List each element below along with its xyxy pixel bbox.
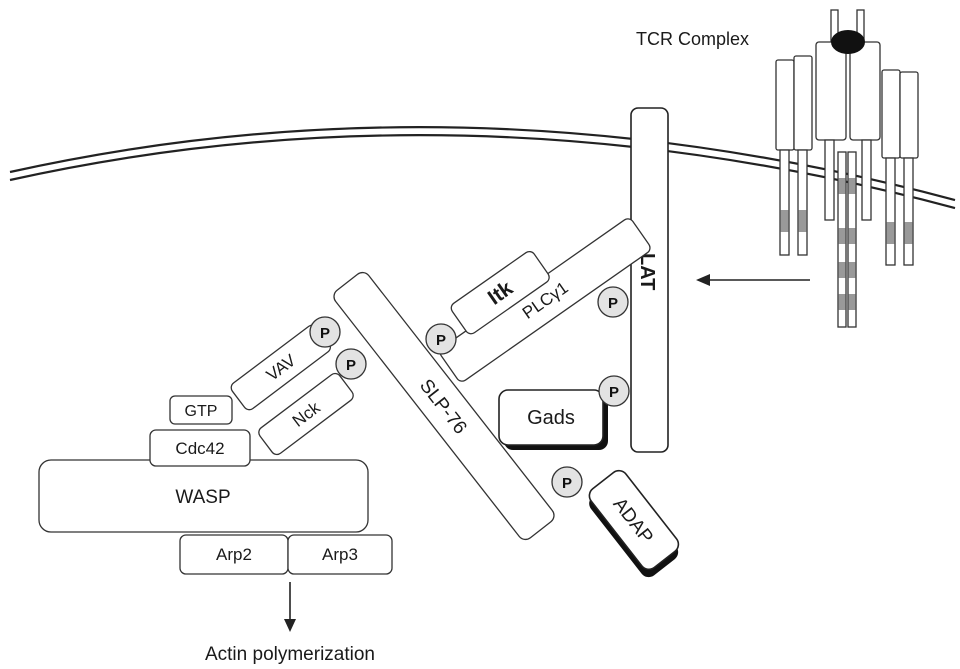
arp3-label: Arp3	[322, 545, 358, 564]
gtp-label: GTP	[185, 403, 218, 420]
tcr-beta-stalk	[862, 140, 871, 220]
arp2-protein: Arp2	[180, 535, 288, 574]
actin-arrow	[284, 582, 296, 632]
cd3-left-1-tail	[780, 150, 789, 255]
wasp-label: WASP	[175, 487, 230, 508]
actin-polymerization-label: Actin polymerization	[205, 644, 375, 665]
antigen-dot	[831, 30, 865, 54]
cd3-right-2	[900, 72, 918, 158]
cd3-right-1-tail	[886, 158, 895, 265]
cd3-left-1	[776, 60, 794, 150]
phospho-label: P	[608, 295, 618, 312]
lat-protein: LAT	[631, 108, 668, 452]
phospho-site-adap: P	[552, 467, 582, 497]
wasp-protein: WASP	[39, 460, 368, 532]
phospho-site-nck: P	[336, 349, 366, 379]
phospho-label: P	[609, 384, 619, 401]
cd3-left-2	[794, 56, 812, 150]
itam-r1	[887, 222, 895, 244]
phospho-site-lat-gads: P	[599, 376, 629, 406]
phospho-label: P	[320, 325, 330, 342]
phospho-site-slp76-plcg1: P	[426, 324, 456, 354]
tcr-alpha-chain	[816, 42, 846, 140]
arp3-protein: Arp3	[288, 535, 392, 574]
phospho-site-lat-plcg1: P	[598, 287, 628, 317]
cdc42-label: Cdc42	[175, 439, 224, 458]
phospho-label: P	[562, 475, 572, 492]
tcr-beta-chain	[850, 42, 880, 140]
tcr-complex-label: TCR Complex	[636, 29, 749, 49]
cd3-left-2-tail	[798, 150, 807, 255]
itam-r2	[905, 222, 913, 244]
cdc42-protein: Cdc42	[150, 430, 250, 466]
plasma-membrane	[10, 127, 955, 208]
itam-l1	[781, 210, 789, 232]
gads-label: Gads	[527, 407, 575, 429]
cd3-right-1	[882, 70, 900, 158]
gtp-box: GTP	[170, 396, 232, 424]
adap-protein: ADAP	[582, 467, 686, 581]
gads-protein: Gads	[499, 390, 608, 450]
tcr-alpha-stalk	[825, 140, 834, 220]
cd3-right-2-tail	[904, 158, 913, 265]
tcr-to-lat-arrow	[696, 274, 810, 286]
phospho-site-vav: P	[310, 317, 340, 347]
phospho-label: P	[436, 332, 446, 349]
itam-l2	[799, 210, 807, 232]
arp2-label: Arp2	[216, 545, 252, 564]
phospho-label: P	[346, 357, 356, 374]
